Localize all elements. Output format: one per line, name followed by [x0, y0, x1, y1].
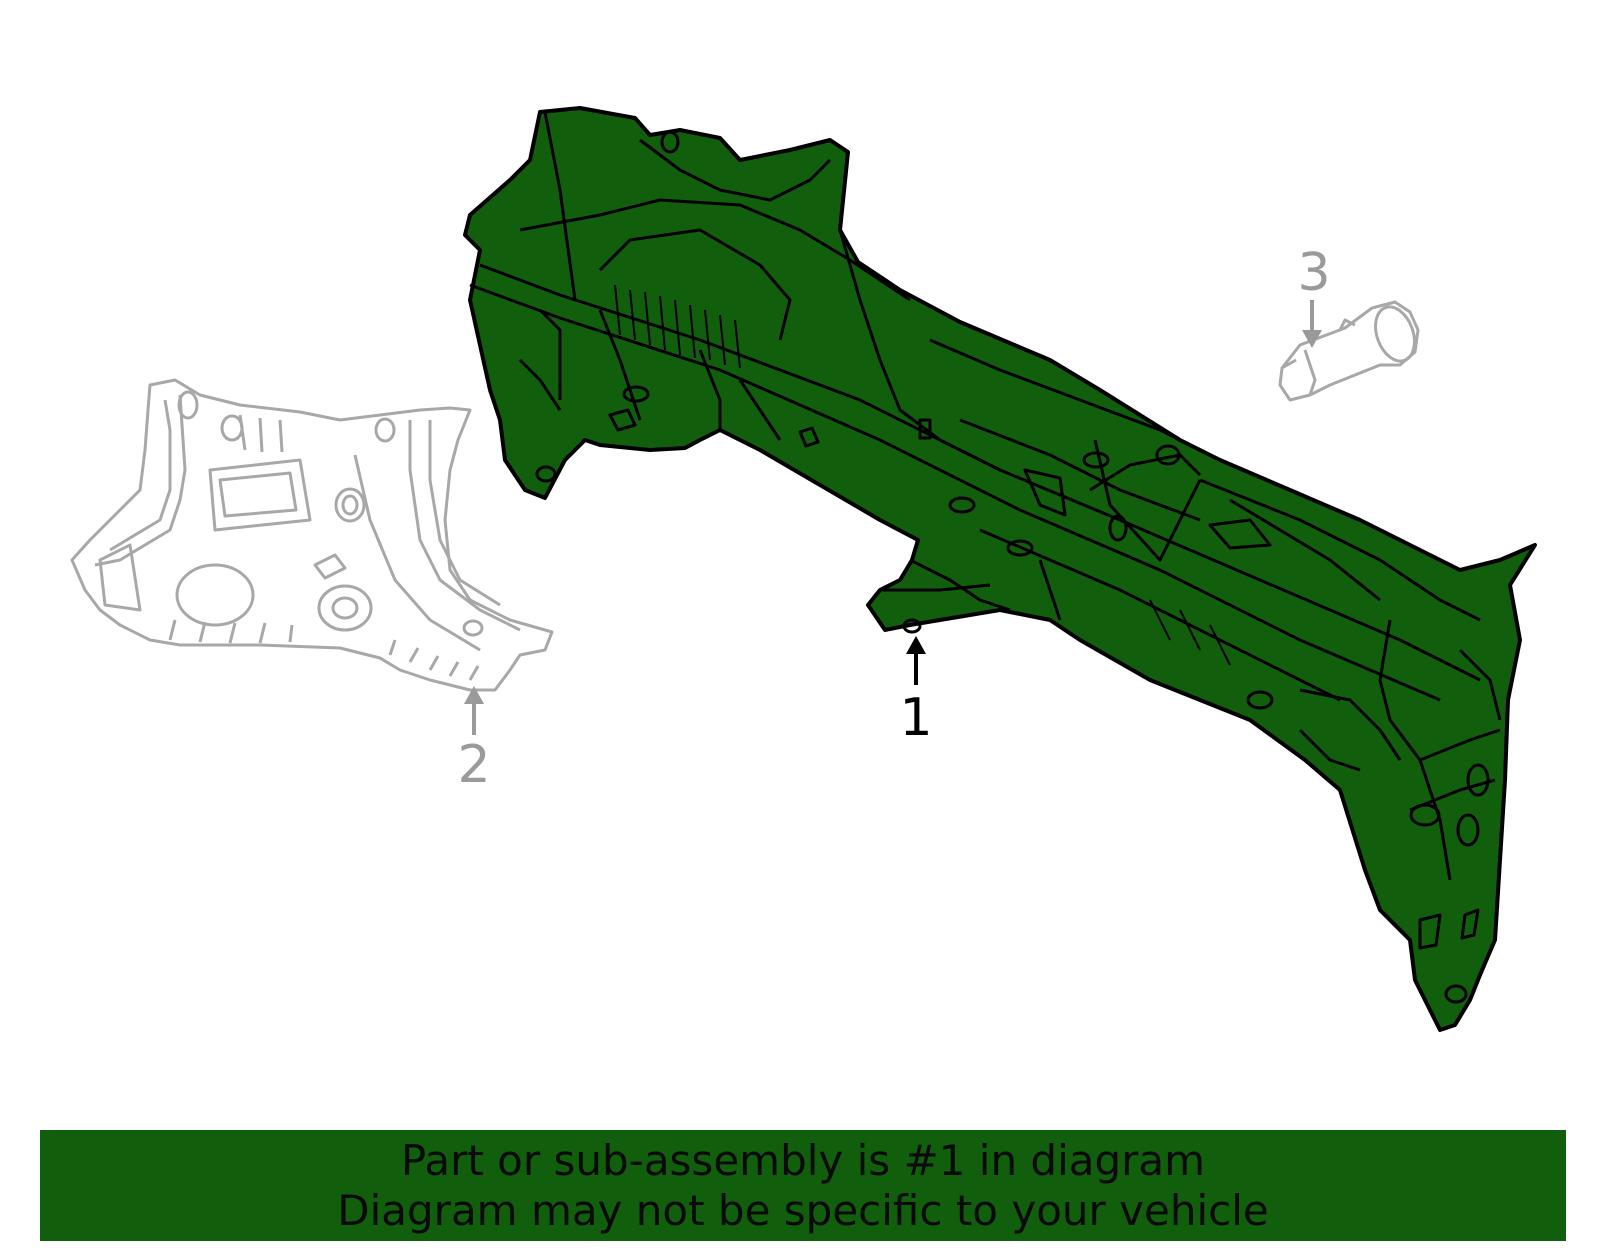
banner-line-1: Part or sub-assembly is #1 in diagram [400, 1135, 1206, 1185]
part-2-side-panel[interactable] [70, 378, 554, 692]
callout-3: 3 [1297, 243, 1331, 348]
callout-1-label: 1 [899, 688, 932, 748]
callout-1: 1 [899, 636, 933, 748]
callout-2-label: 2 [457, 735, 490, 795]
banner-line-2: Diagram may not be specific to your vehi… [337, 1185, 1269, 1235]
callout-2: 2 [457, 686, 491, 795]
parts-diagram: 1 2 3 [70, 106, 1537, 1032]
part-1-cowl-assembly[interactable] [463, 106, 1537, 1032]
part-3-clip[interactable] [1278, 300, 1421, 402]
callout-3-label: 3 [1297, 243, 1330, 303]
info-banner: Part or sub-assembly is #1 in diagram Di… [40, 1130, 1566, 1241]
